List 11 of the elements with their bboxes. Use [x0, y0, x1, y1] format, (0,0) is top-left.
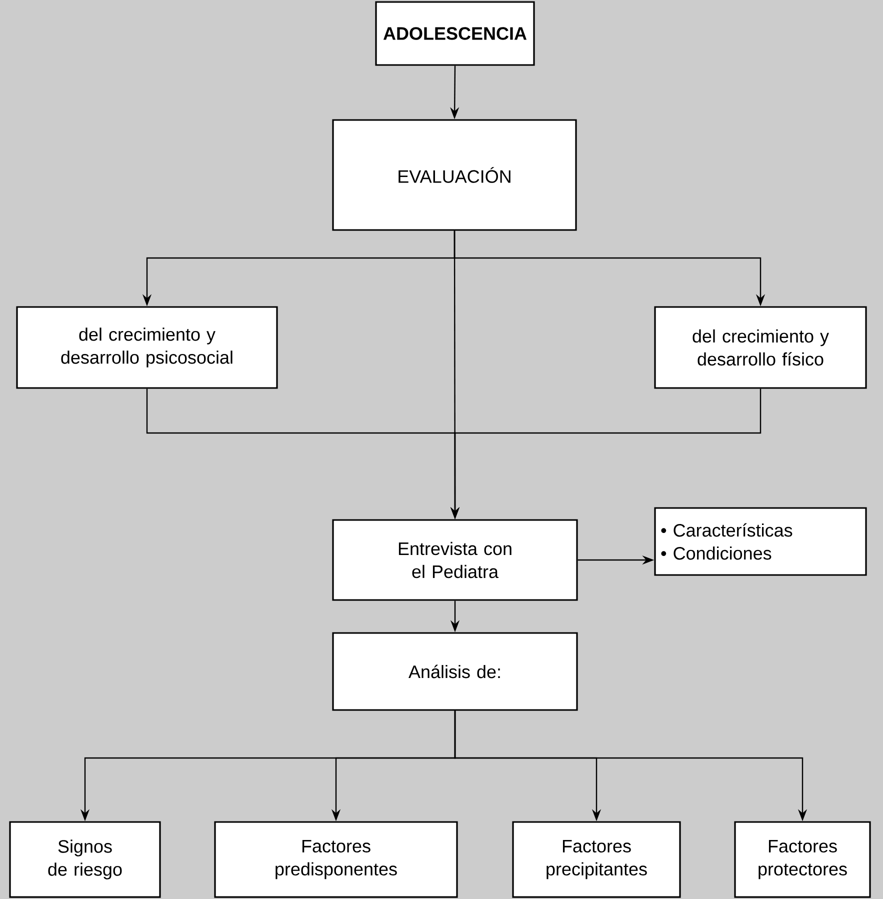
title-box: ADOLESCENCIA	[375, 1, 535, 66]
process-box: Entrevista con el Pediatra	[332, 519, 578, 601]
process-box: Factores precipitantes	[512, 821, 681, 898]
process-box: Signos de riesgo	[9, 821, 161, 898]
process-box: EVALUACIÓN	[332, 119, 577, 231]
process-box: Análisis de:	[332, 632, 578, 711]
process-box: Factores predisponentes	[214, 821, 458, 898]
bullet-list-box: • Características • Condiciones	[654, 507, 867, 576]
process-box: Factores protectores	[734, 821, 871, 898]
process-box: del crecimiento y desarrollo físico	[654, 306, 867, 389]
process-box: del crecimiento y desarrollo psicosocial	[16, 306, 278, 389]
